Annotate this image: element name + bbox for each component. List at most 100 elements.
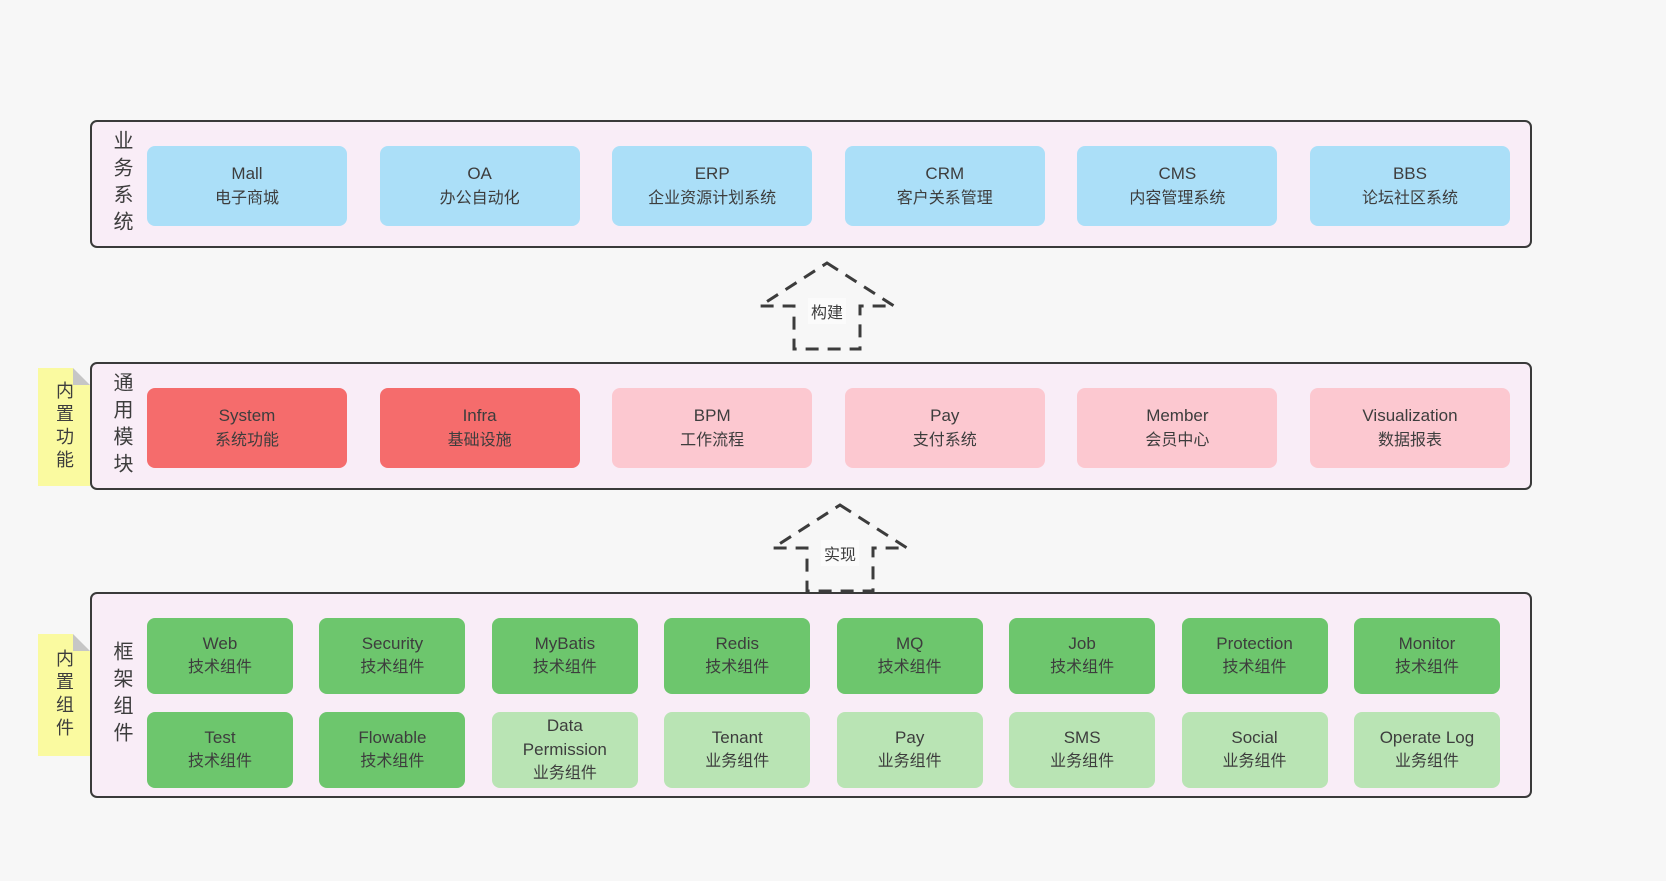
box-subtitle: 技术组件 bbox=[360, 753, 425, 770]
box-title: Pay bbox=[930, 406, 960, 425]
note-text: 内置组件 bbox=[54, 649, 74, 741]
component-box: Security 技术组件 bbox=[319, 618, 466, 694]
section-common-modules: 通用模块 System 系统功能 Infra 基础设施 BPM 工作流程 Pay… bbox=[90, 362, 1532, 490]
box-title: Test bbox=[204, 728, 236, 747]
component-box: Redis 技术组件 bbox=[664, 618, 811, 694]
framework-components-row-2: Test 技术组件 Flowable 技术组件 Data Permission … bbox=[92, 712, 1530, 788]
note-built-in-features: 内置功能 bbox=[38, 368, 90, 486]
box-subtitle: 工作流程 bbox=[680, 432, 745, 449]
module-box: Pay 支付系统 bbox=[844, 388, 1045, 468]
box-title: BBS bbox=[1392, 164, 1427, 183]
box-title: Infra bbox=[462, 406, 497, 425]
box-title: Flowable bbox=[358, 728, 427, 747]
box-subtitle: 办公自动化 bbox=[439, 190, 520, 207]
box-subtitle: 技术组件 bbox=[1050, 659, 1115, 676]
box-subtitle: 业务组件 bbox=[1222, 753, 1287, 770]
box-subtitle: 支付系统 bbox=[912, 432, 977, 449]
component-box: MyBatis 技术组件 bbox=[491, 618, 638, 694]
module-box: ERP 企业资源计划系统 bbox=[612, 146, 813, 226]
box-subtitle: 技术组件 bbox=[187, 753, 252, 770]
up-arrow-icon bbox=[770, 503, 910, 593]
box-title: Job bbox=[1068, 634, 1096, 653]
box-subtitle: 企业资源计划系统 bbox=[648, 190, 777, 207]
box-subtitle: 技术组件 bbox=[532, 659, 597, 676]
arrow-label: 实现 bbox=[820, 540, 860, 566]
box-subtitle: 技术组件 bbox=[360, 659, 425, 676]
section-framework-components: 框架组件 Web 技术组件 Security 技术组件 MyBatis 技术组件… bbox=[90, 592, 1532, 798]
section-label-business-systems: 业务系统 bbox=[110, 130, 132, 238]
box-title: Operate Log bbox=[1379, 728, 1475, 747]
component-box: Data Permission 业务组件 bbox=[491, 712, 638, 788]
module-box: Member 会员中心 bbox=[1077, 388, 1278, 468]
module-box: BBS 论坛社区系统 bbox=[1309, 146, 1510, 226]
box-subtitle: 技术组件 bbox=[187, 659, 252, 676]
component-box: Pay 业务组件 bbox=[836, 712, 983, 788]
component-box: Web 技术组件 bbox=[147, 618, 293, 694]
box-title: OA bbox=[467, 164, 492, 183]
module-box: Infra 基础设施 bbox=[379, 388, 580, 468]
module-box: BPM 工作流程 bbox=[612, 388, 813, 468]
box-title: Member bbox=[1146, 406, 1209, 425]
box-title: BPM bbox=[693, 406, 731, 425]
module-box: CRM 客户关系管理 bbox=[844, 146, 1045, 226]
box-subtitle: 业务组件 bbox=[532, 765, 597, 782]
box-title: CRM bbox=[925, 164, 965, 183]
box-title: MyBatis bbox=[534, 634, 596, 653]
box-title: CMS bbox=[1158, 164, 1197, 183]
component-box: Tenant 业务组件 bbox=[664, 712, 811, 788]
box-subtitle: 数据报表 bbox=[1377, 432, 1442, 449]
module-box: CMS 内容管理系统 bbox=[1077, 146, 1278, 226]
component-box: SMS 业务组件 bbox=[1009, 712, 1156, 788]
box-title: Social bbox=[1231, 728, 1278, 747]
note-fold-corner-icon bbox=[73, 368, 90, 385]
framework-components-row-1: Web 技术组件 Security 技术组件 MyBatis 技术组件 Redi… bbox=[92, 618, 1530, 694]
module-box: Mall 电子商城 bbox=[147, 146, 347, 226]
common-modules-row: System 系统功能 Infra 基础设施 BPM 工作流程 Pay 支付系统… bbox=[92, 388, 1530, 468]
note-built-in-components: 内置组件 bbox=[38, 634, 90, 756]
box-title: MQ bbox=[895, 634, 924, 653]
note-text: 内置功能 bbox=[54, 381, 74, 473]
component-box: Operate Log 业务组件 bbox=[1353, 712, 1500, 788]
section-label-common-modules: 通用模块 bbox=[110, 372, 132, 480]
component-box: Job 技术组件 bbox=[1009, 618, 1156, 694]
component-box: Flowable 技术组件 bbox=[319, 712, 466, 788]
note-fold-corner-icon bbox=[73, 634, 90, 651]
section-label-framework-components: 框架组件 bbox=[110, 641, 132, 749]
module-box: OA 办公自动化 bbox=[379, 146, 580, 226]
box-subtitle: 技术组件 bbox=[877, 659, 942, 676]
up-arrow-icon bbox=[757, 261, 897, 351]
module-box: System 系统功能 bbox=[147, 388, 347, 468]
box-title: Web bbox=[202, 634, 238, 653]
box-subtitle: 客户关系管理 bbox=[896, 190, 993, 207]
box-title: Tenant bbox=[711, 728, 763, 747]
component-box: Test 技术组件 bbox=[147, 712, 293, 788]
component-box: Protection 技术组件 bbox=[1181, 618, 1328, 694]
box-title: Monitor bbox=[1398, 634, 1456, 653]
box-title: Security bbox=[361, 634, 424, 653]
build-arrow: 构建 bbox=[757, 260, 897, 352]
implement-arrow: 实现 bbox=[770, 502, 910, 594]
box-title: Redis bbox=[715, 634, 759, 653]
box-subtitle: 业务组件 bbox=[877, 753, 942, 770]
arrow-label: 构建 bbox=[807, 298, 847, 324]
box-subtitle: 会员中心 bbox=[1145, 432, 1210, 449]
box-subtitle: 系统功能 bbox=[214, 432, 279, 449]
box-subtitle: 业务组件 bbox=[1394, 753, 1459, 770]
module-box: Visualization 数据报表 bbox=[1309, 388, 1510, 468]
box-subtitle: 基础设施 bbox=[447, 432, 512, 449]
business-systems-row: Mall 电子商城 OA 办公自动化 ERP 企业资源计划系统 CRM 客户关系… bbox=[92, 146, 1530, 226]
box-title: Visualization bbox=[1362, 406, 1458, 425]
box-subtitle: 内容管理系统 bbox=[1129, 190, 1226, 207]
box-subtitle: 技术组件 bbox=[705, 659, 770, 676]
box-title: Mall bbox=[231, 164, 263, 183]
section-business-systems: 业务系统 Mall 电子商城 OA 办公自动化 ERP 企业资源计划系统 CRM… bbox=[90, 120, 1532, 248]
box-subtitle: 业务组件 bbox=[705, 753, 770, 770]
component-box: Monitor 技术组件 bbox=[1353, 618, 1500, 694]
box-subtitle: 业务组件 bbox=[1050, 753, 1115, 770]
box-title: ERP bbox=[694, 164, 730, 183]
box-subtitle: 技术组件 bbox=[1222, 659, 1287, 676]
box-subtitle: 论坛社区系统 bbox=[1361, 190, 1458, 207]
box-subtitle: 技术组件 bbox=[1394, 659, 1459, 676]
box-title: Pay bbox=[895, 728, 925, 747]
